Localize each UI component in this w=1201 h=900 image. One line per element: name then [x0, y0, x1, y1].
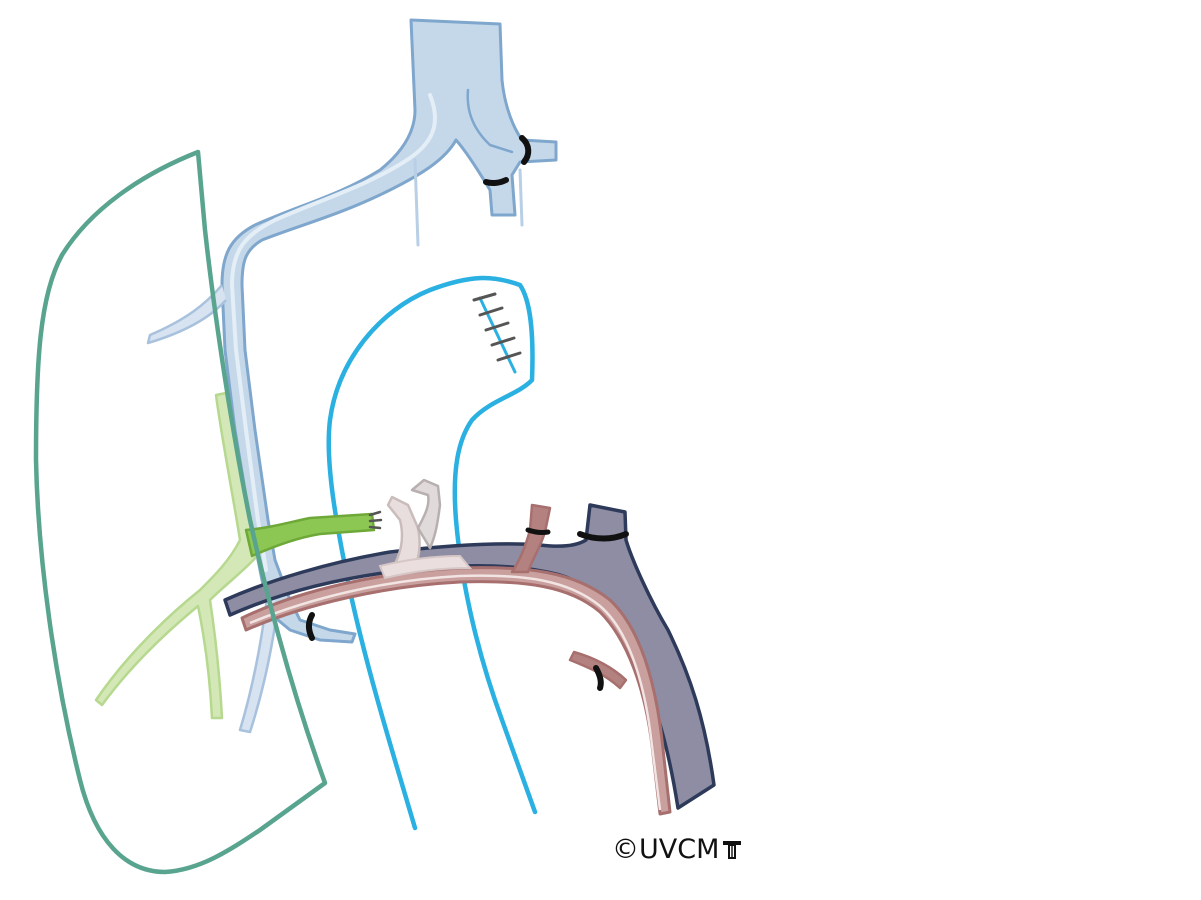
liver-outline — [33, 149, 328, 875]
portal-vein-highlight — [229, 93, 438, 572]
portal-vein-lower-branch — [238, 589, 280, 734]
portal-vein-left-line — [413, 158, 420, 247]
stub-right — [410, 478, 442, 550]
portal-vein-branch-right — [518, 168, 524, 227]
splenic-vein-ligature — [577, 531, 629, 542]
credit-text: ©UVCM — [612, 834, 720, 865]
portal-vein-upper-trunk — [220, 18, 558, 644]
portal-vein — [146, 18, 558, 734]
artery — [240, 503, 672, 816]
stub-junction — [378, 554, 473, 580]
portal-vein-upper-ligature-left — [483, 177, 509, 187]
portal-vein-upper-ligature-right — [519, 135, 532, 165]
bile-duct-tree — [94, 391, 260, 720]
uvcm-logo-icon — [723, 840, 742, 859]
bile-duct — [94, 391, 383, 720]
portal-vein-lower-ligature — [306, 612, 315, 641]
artery-body — [240, 566, 672, 816]
artery-upper-ligature — [525, 527, 551, 535]
artery-lower-ligature — [593, 665, 604, 691]
bile-duct-staples — [368, 510, 383, 530]
pancreatic-stubs — [378, 478, 473, 580]
portal-vein-left-branch — [146, 284, 227, 345]
portal-vein-inner-line — [466, 88, 514, 154]
artery-highlight — [249, 574, 662, 811]
staple-line — [472, 292, 522, 374]
bile-duct-common — [244, 512, 376, 558]
artery-upper-branch — [510, 503, 552, 574]
copyright-credit: ©UVCM — [612, 834, 743, 865]
